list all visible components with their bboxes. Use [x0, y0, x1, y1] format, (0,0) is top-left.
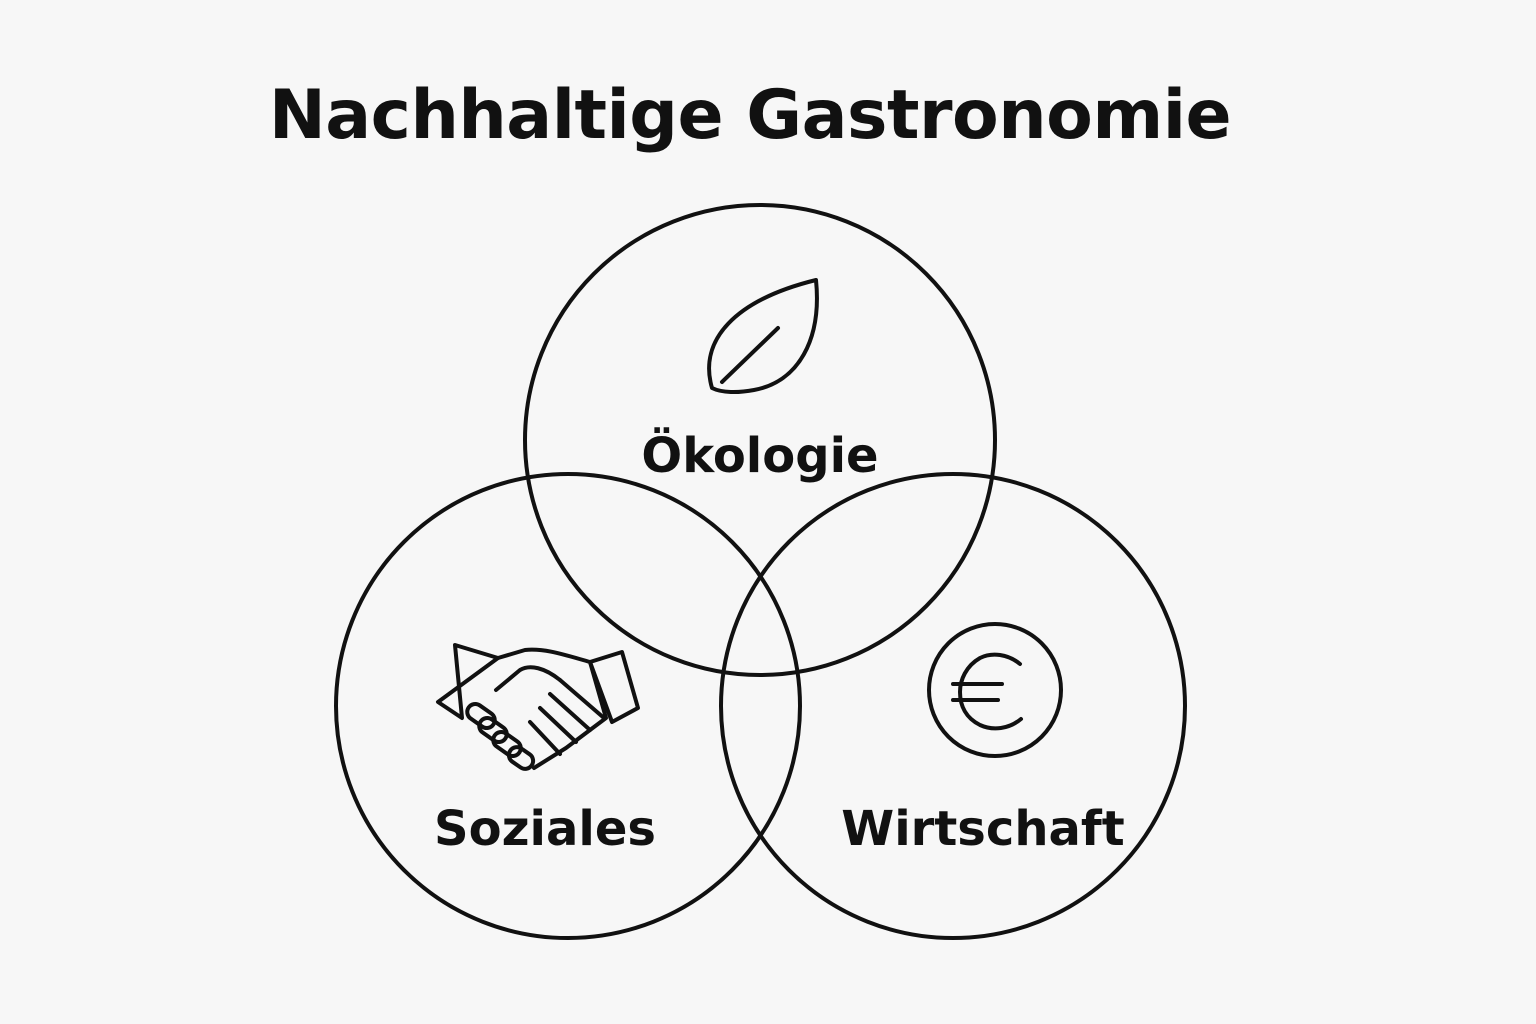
circle-oekologie — [523, 203, 997, 677]
circle-wirtschaft — [719, 472, 1187, 940]
label-soziales: Soziales — [434, 801, 656, 857]
handshake-icon — [436, 643, 640, 771]
label-oekologie: Ökologie — [641, 427, 878, 484]
diagram-title: Nachhaltige Gastronomie — [268, 76, 1232, 155]
circle-soziales — [334, 472, 802, 940]
leaf-icon — [707, 278, 819, 395]
euro-icon — [927, 622, 1063, 758]
label-wirtschaft: Wirtschaft — [841, 801, 1124, 857]
